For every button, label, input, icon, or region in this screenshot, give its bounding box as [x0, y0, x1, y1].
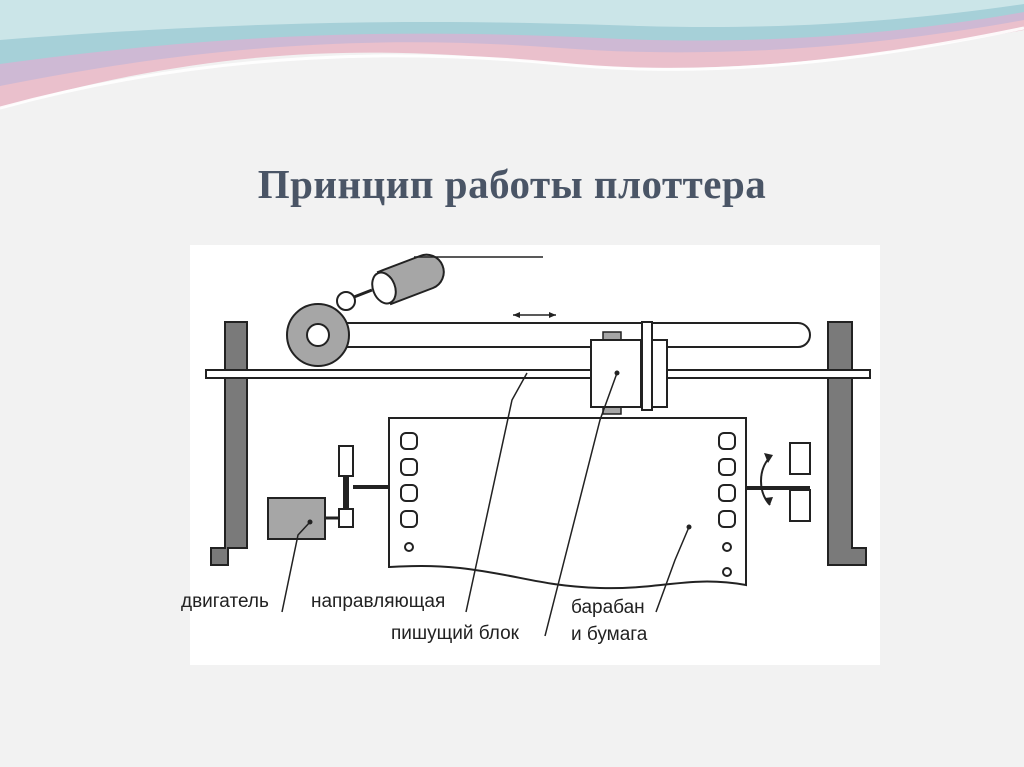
left-frame-post [210, 321, 248, 566]
drum-drive-motor [267, 445, 389, 540]
drive-belt [318, 322, 811, 348]
label-guide: направляющая [311, 591, 445, 612]
drum-paper-sheet [388, 417, 747, 590]
label-drum-paper-line1: барабан [571, 597, 645, 618]
guide-rod [205, 369, 871, 379]
header-wave-decoration [0, 0, 1024, 110]
label-pen-unit: пишущий блок [391, 623, 520, 644]
paper-feed-holes-left [400, 432, 418, 552]
label-drum-paper-line2: и бумага [571, 624, 648, 645]
rotation-arrow-icon [760, 453, 773, 506]
label-leader-lines [281, 372, 690, 637]
right-frame-post [827, 321, 867, 566]
belt-motor [336, 253, 445, 311]
label-motor: двигатель [181, 591, 269, 612]
pen-unit-carriage [590, 321, 668, 415]
drum-shaft-right [746, 442, 811, 522]
belt-pulley [286, 303, 350, 367]
paper-feed-holes-right [718, 432, 736, 577]
double-arrow-icon [513, 312, 556, 318]
slide-title: Принцип работы плоттера [257, 161, 767, 207]
